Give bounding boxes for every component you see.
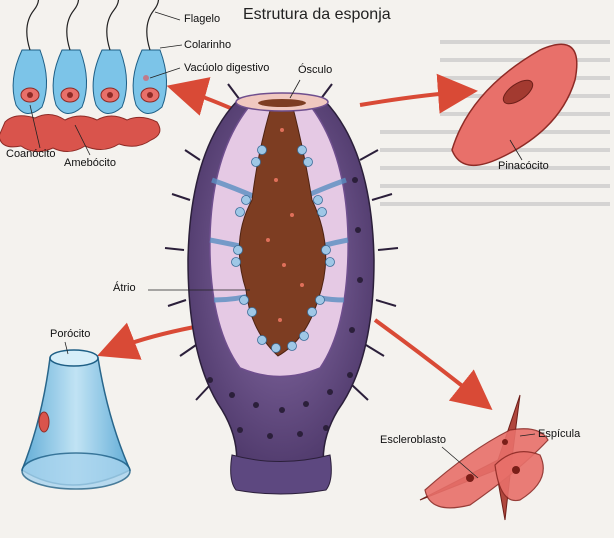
spicule-group [420, 395, 548, 520]
label-vacuolo: Vacúolo digestivo [184, 62, 269, 74]
label-pinacocito: Pinacócito [498, 160, 549, 172]
choanocyte-cell-2 [53, 0, 86, 114]
amebocyte-base [0, 114, 160, 151]
porocyte-cell [22, 342, 130, 489]
label-colarinho: Colarinho [184, 39, 231, 51]
choanocyte-cell-1 [13, 0, 46, 114]
label-espicula: Espícula [538, 428, 580, 440]
arrow-to-espicula [375, 320, 480, 400]
flagelo-leader [155, 12, 180, 20]
label-porocito: Porócito [50, 328, 90, 340]
label-flagelo: Flagelo [184, 13, 220, 25]
arrow-to-pinacocito [360, 92, 462, 105]
pinacocyte-cell [452, 44, 577, 165]
diagram-title: Estrutura da esponja [243, 6, 391, 24]
label-escleroblasto: Escleroblasto [380, 434, 446, 446]
choanocyte-group [0, 0, 182, 155]
label-amebocito: Amebócito [64, 157, 116, 169]
label-coanocito: Coanócito [6, 148, 56, 160]
choanocyte-cell-4 [133, 0, 166, 114]
label-osculo: Ósculo [298, 64, 332, 76]
label-atrio: Átrio [113, 282, 136, 294]
sponge-body [148, 80, 398, 494]
arrow-to-porocito [112, 325, 205, 350]
arrow-to-choanocyte [182, 90, 235, 110]
choanocyte-cell-3 [93, 0, 126, 114]
colarinho-leader [160, 45, 182, 48]
